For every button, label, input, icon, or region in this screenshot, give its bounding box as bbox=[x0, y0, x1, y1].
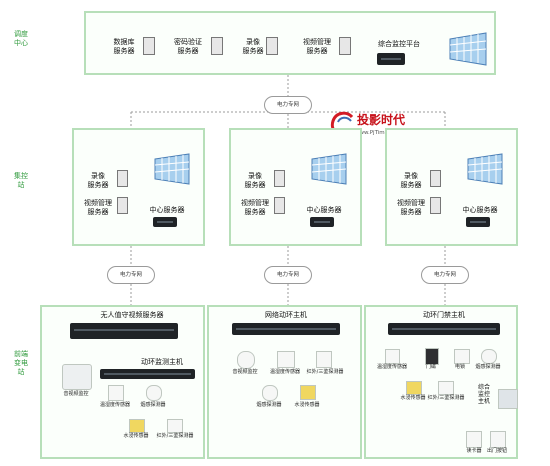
humidity-sensor-label: 温湿度传感器 bbox=[100, 402, 131, 408]
right-infrared-label: 红外/三鉴探测器 bbox=[427, 395, 465, 401]
monitor-platform-label: 综合监控平台 bbox=[378, 40, 420, 48]
unattended-video-server-label: 无人值守视频服务器 bbox=[100, 311, 164, 319]
recording-server-label: 录像 服务器 bbox=[242, 38, 264, 55]
middle-smoke-icon bbox=[262, 385, 278, 401]
network-cloud-top: 电力专网 bbox=[264, 96, 312, 114]
control-panel-1: 录像 服务器 视频管理 服务器 中心服务器 bbox=[72, 128, 205, 246]
unattended-video-server-device bbox=[70, 323, 178, 339]
right-smoke-icon bbox=[481, 349, 497, 364]
electric-lock-icon bbox=[454, 349, 470, 364]
door-sensor-icon bbox=[425, 348, 439, 365]
video-wall-icon bbox=[449, 32, 487, 66]
network-cloud-right: 电力专网 bbox=[421, 266, 469, 284]
right-humidity-icon bbox=[385, 349, 400, 364]
auth-server-icon bbox=[211, 37, 223, 55]
dispatch-panel: 数据库 服务器 密码验证 服务器 录像 服务器 视频管理 服务器 综合监控平台 bbox=[84, 11, 496, 75]
right-smoke-label: 烟感探测器 bbox=[475, 364, 501, 370]
environment-host-label: 动环监测主机 bbox=[141, 358, 183, 366]
control-panel-2: 录像 服务器 视频管理 服务器 中心服务器 bbox=[229, 128, 362, 246]
humidity-sensor-icon bbox=[108, 385, 124, 401]
control-recording-server-label-1: 录像 服务器 bbox=[87, 172, 109, 189]
middle-smoke-label: 烟感探测器 bbox=[256, 402, 282, 408]
control-video-wall-icon-3 bbox=[467, 153, 503, 185]
electric-lock-label: 电锁 bbox=[454, 364, 465, 370]
door-sensor-label: 门磁 bbox=[425, 364, 436, 370]
database-server-icon bbox=[143, 37, 155, 55]
control-center-server-icon-1 bbox=[153, 217, 177, 227]
integrated-terminal-label: 综合 监控 主机 bbox=[477, 384, 490, 405]
substation-panel-middle: 网络动环主机 音视频监控 温湿度传感器 红外/三鉴探测器 烟感探测器 水浸传感器 bbox=[207, 305, 362, 459]
water-sensor-label: 水浸传感器 bbox=[123, 433, 149, 439]
camera-label: 音视频监控 bbox=[63, 391, 89, 397]
control-video-wall-icon-1 bbox=[154, 153, 190, 185]
video-server-icon bbox=[339, 37, 351, 55]
middle-infrared-label: 红外/三鉴探测器 bbox=[306, 369, 344, 375]
control-video-wall-icon-2 bbox=[311, 153, 347, 185]
substation-panel-left: 无人值守视频服务器 动环监测主机 音视频监控 温湿度传感器 烟感探测器 水浸传感… bbox=[40, 305, 205, 459]
right-water-icon bbox=[406, 381, 422, 395]
control-video-server-label-1: 视频管理 服务器 bbox=[84, 199, 112, 216]
card-reader-label: 读卡器 bbox=[466, 448, 482, 454]
right-water-label: 水浸传感器 bbox=[400, 395, 426, 401]
control-center-server-label-3: 中心服务器 bbox=[462, 206, 498, 214]
control-panel-3: 录像 服务器 视频管理 服务器 中心服务器 bbox=[385, 128, 518, 246]
control-video-server-icon-1 bbox=[117, 197, 128, 214]
network-cloud-middle: 电力专网 bbox=[264, 266, 312, 284]
smoke-sensor-label: 烟感探测器 bbox=[140, 402, 166, 408]
infrared-sensor-icon bbox=[167, 419, 183, 433]
tier-label-control: 集控站 bbox=[14, 172, 28, 189]
access-host-label: 动环门禁主机 bbox=[423, 311, 465, 319]
watermark-url: www.PjTime.com bbox=[355, 130, 402, 136]
right-humidity-label: 温湿度传感器 bbox=[376, 364, 407, 370]
network-host-device bbox=[232, 323, 340, 335]
access-host-device bbox=[388, 323, 500, 335]
integrated-terminal-icon bbox=[498, 389, 518, 409]
control-center-server-icon-3 bbox=[466, 217, 490, 227]
middle-water-label: 水浸传感器 bbox=[294, 402, 320, 408]
water-sensor-icon bbox=[129, 419, 145, 433]
middle-humidity-label: 温湿度传感器 bbox=[269, 369, 300, 375]
control-video-server-icon-3 bbox=[430, 197, 441, 214]
middle-water-icon bbox=[300, 385, 316, 400]
control-video-server-label-2: 视频管理 服务器 bbox=[241, 199, 269, 216]
control-recording-server-icon-2 bbox=[274, 170, 285, 187]
control-video-server-icon-2 bbox=[274, 197, 285, 214]
network-cloud-left: 电力专网 bbox=[107, 266, 155, 284]
network-host-label: 网络动环主机 bbox=[265, 311, 307, 319]
control-recording-server-label-3: 录像 服务器 bbox=[400, 172, 422, 189]
recording-server-icon bbox=[266, 37, 278, 55]
control-recording-server-icon-3 bbox=[430, 170, 441, 187]
control-center-server-label-2: 中心服务器 bbox=[306, 206, 342, 214]
control-recording-server-icon-1 bbox=[117, 170, 128, 187]
camera-icon bbox=[62, 364, 92, 390]
infrared-sensor-label: 红外/三鉴探测器 bbox=[156, 433, 194, 439]
middle-camera-icon bbox=[237, 351, 255, 369]
control-center-server-label-1: 中心服务器 bbox=[149, 206, 185, 214]
database-server-label: 数据库 服务器 bbox=[113, 38, 135, 55]
substation-panel-right: 动环门禁主机 温湿度传感器 门磁 电锁 烟感探测器 水浸传感器 红外/三鉴探测器… bbox=[364, 305, 518, 459]
exit-button-label: 出门按钮 bbox=[486, 448, 507, 454]
watermark-brand: 投影时代 bbox=[357, 113, 406, 127]
tier-label-dispatch: 调度中心 bbox=[14, 30, 28, 47]
control-video-server-label-3: 视频管理 服务器 bbox=[397, 199, 425, 216]
control-recording-server-label-2: 录像 服务器 bbox=[244, 172, 266, 189]
right-infrared-icon bbox=[438, 381, 454, 395]
auth-server-label: 密码验证 服务器 bbox=[174, 38, 202, 55]
middle-humidity-icon bbox=[277, 351, 295, 368]
card-reader-icon bbox=[466, 431, 482, 448]
control-center-server-icon-2 bbox=[310, 217, 334, 227]
smoke-sensor-icon bbox=[146, 385, 162, 401]
platform-server-icon bbox=[377, 53, 405, 65]
middle-infrared-icon bbox=[316, 351, 332, 368]
tier-label-substation: 前端变电站 bbox=[14, 350, 28, 376]
exit-button-icon bbox=[490, 431, 506, 448]
environment-host-device bbox=[100, 369, 195, 379]
middle-camera-label: 音视频监控 bbox=[232, 369, 258, 375]
video-server-label: 视频管理 服务器 bbox=[303, 38, 331, 55]
